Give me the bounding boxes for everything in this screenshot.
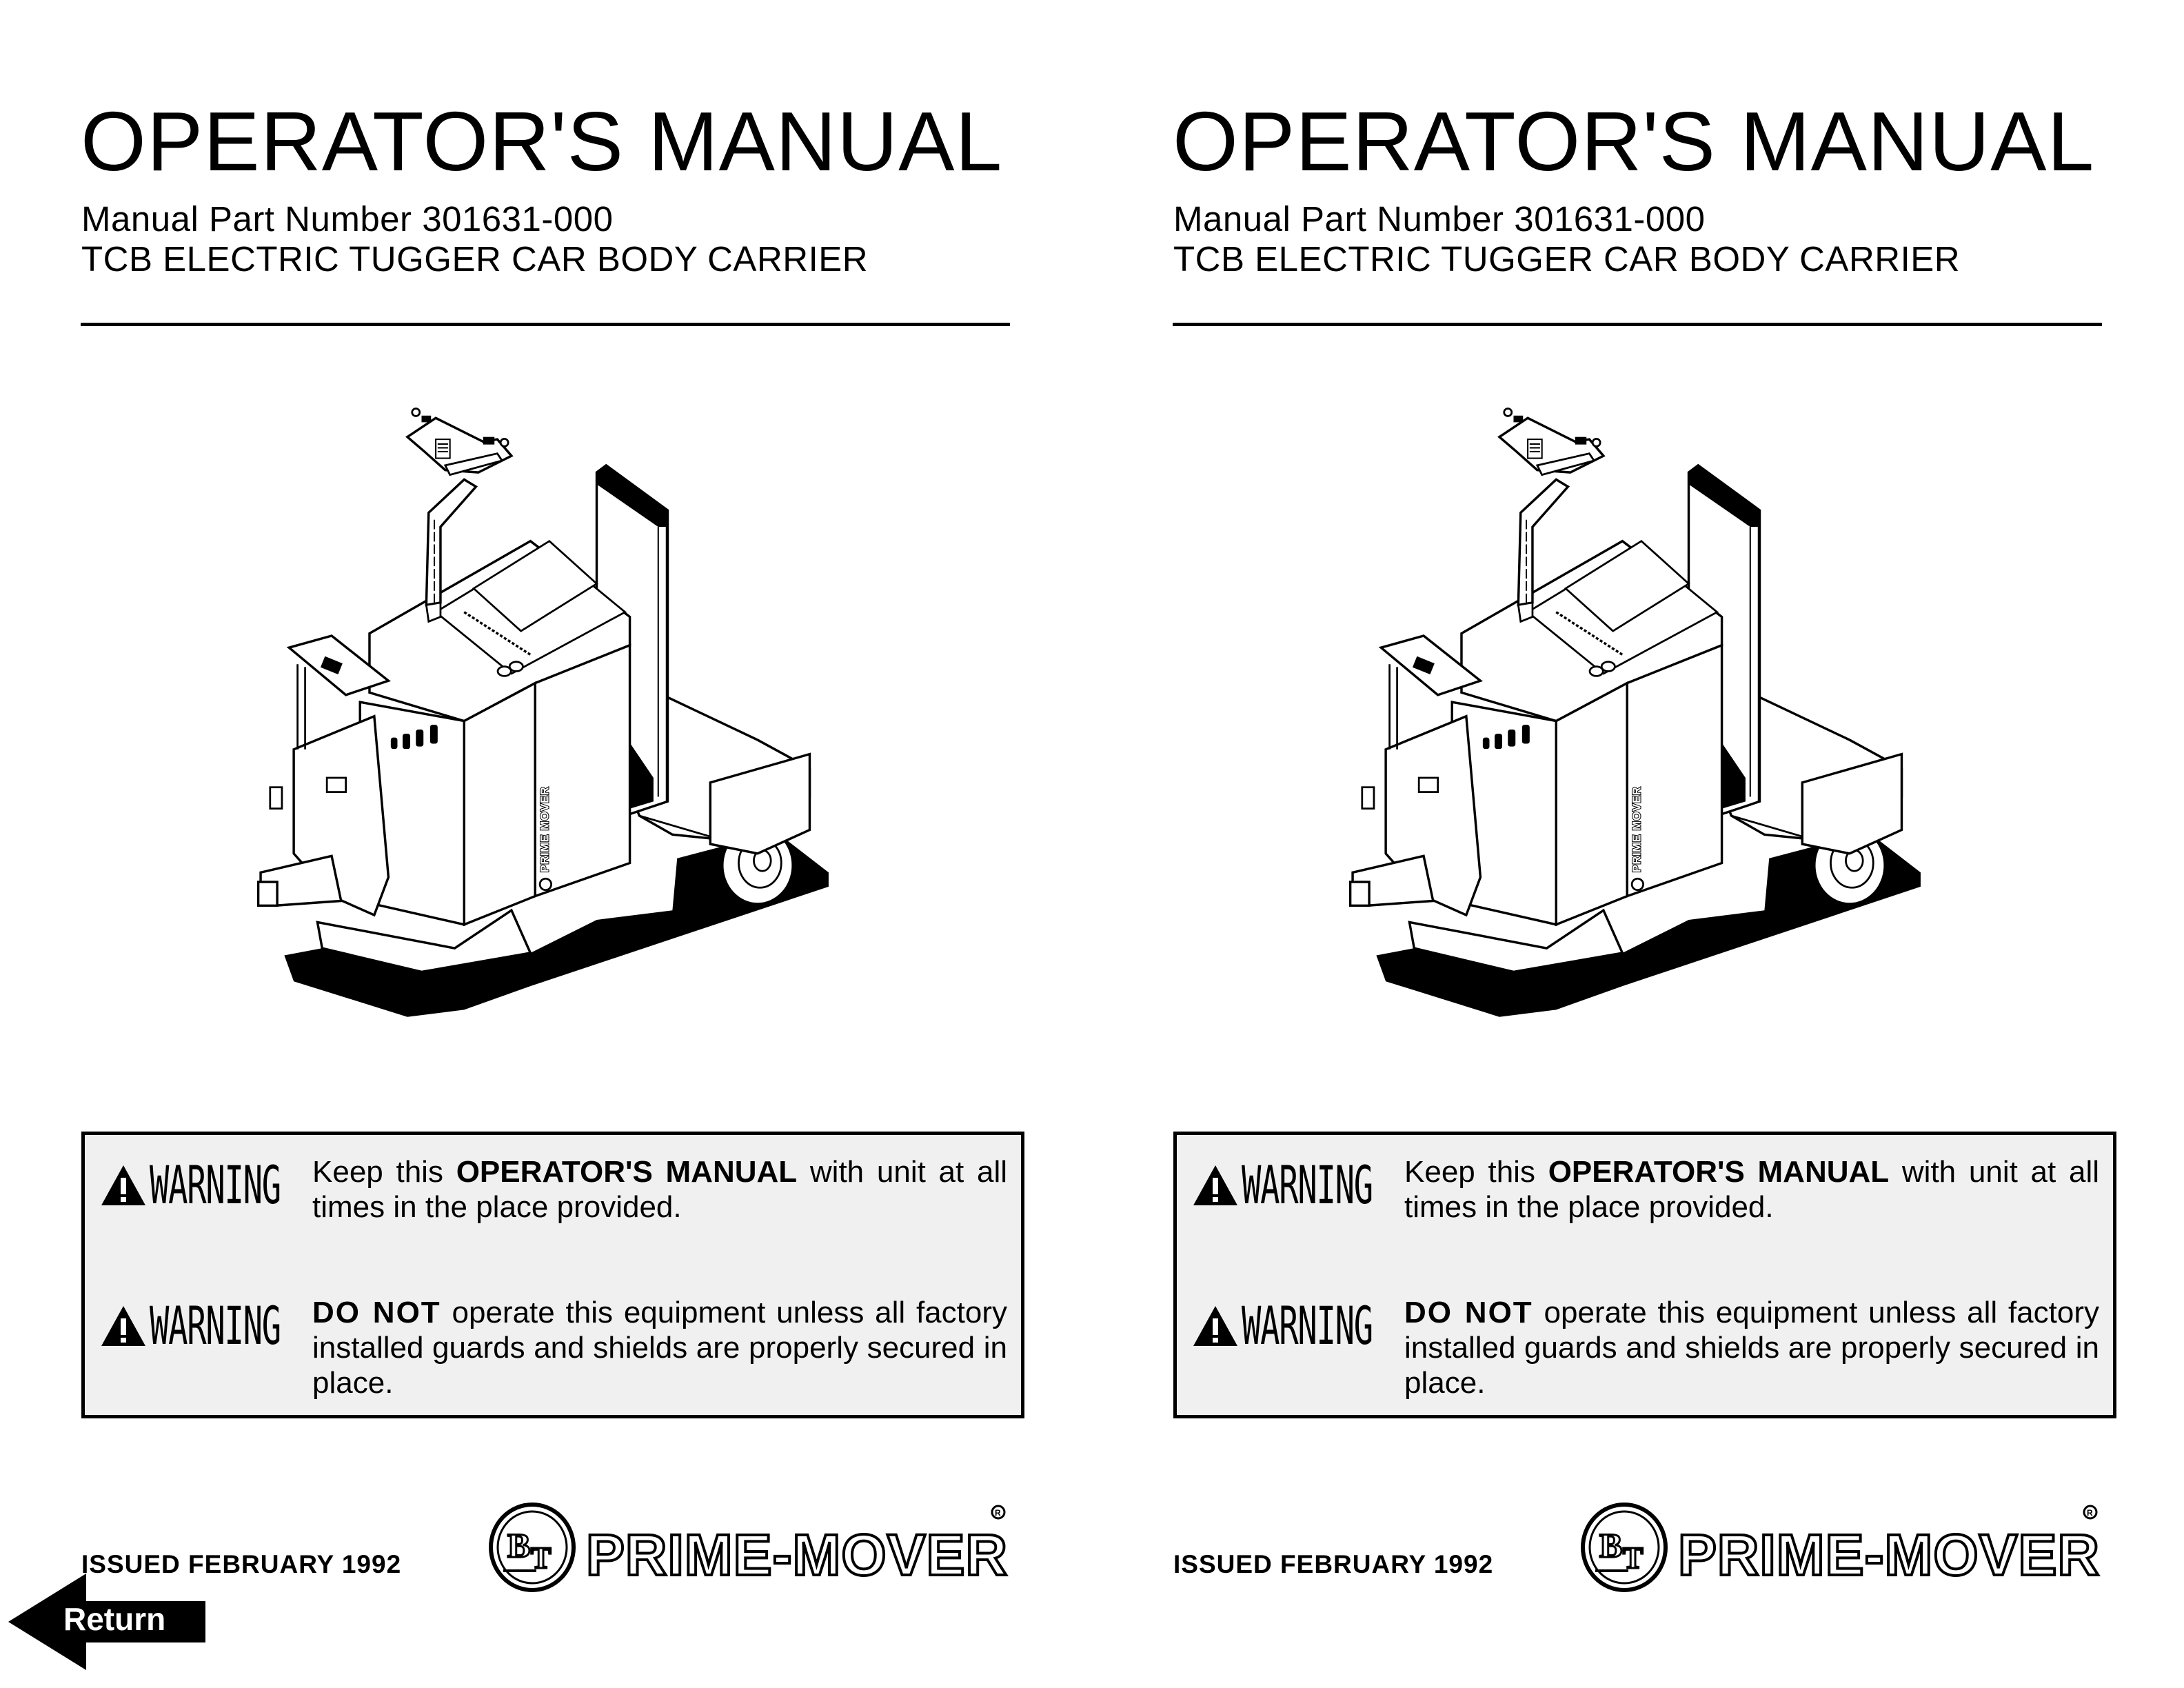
page-title: OPERATOR'S MANUAL xyxy=(81,94,1003,188)
warning-box: WARNING Keep this OPERATOR'S MANUAL with… xyxy=(81,1132,1024,1418)
warning-text: DO NOT operate this equipment unless all… xyxy=(312,1295,1007,1400)
warning-label: WARNING xyxy=(100,1295,361,1356)
svg-text:PRIME-MOVER: PRIME-MOVER xyxy=(586,1523,1008,1587)
warning-text-bold: OPERATOR'S MANUAL xyxy=(456,1155,798,1189)
title-divider xyxy=(1173,323,2102,326)
warning-text-post: with unit at all times in the place prov… xyxy=(312,1155,1008,1224)
svg-text:R: R xyxy=(2087,1508,2093,1518)
prime-mover-logo: B T PRIME-MOVER R xyxy=(1581,1503,2101,1592)
warning-text-post: with unit at all times in the place prov… xyxy=(1404,1155,2100,1224)
warning-word: WARNING xyxy=(150,1154,281,1216)
warning-word: WARNING xyxy=(1242,1154,1373,1216)
warning-triangle-icon xyxy=(101,1306,145,1346)
title-divider xyxy=(81,323,1010,326)
warning-text-pre: Keep this xyxy=(1404,1155,1548,1189)
warning-text: DO NOT operate this equipment unless all… xyxy=(1404,1295,2099,1400)
part-number: Manual Part Number 301631-000 xyxy=(1173,199,1706,239)
warning-text-bold: OPERATOR'S MANUAL xyxy=(1548,1155,1890,1189)
issue-date: ISSUED FEBRUARY 1992 xyxy=(81,1550,402,1578)
tugger-truck-illustration xyxy=(1223,390,2050,1024)
manual-cover-page-left: OPERATOR'S MANUAL Manual Part Number 301… xyxy=(7,94,1024,1673)
product-name: TCB ELECTRIC TUGGER CAR BODY CARRIER xyxy=(81,239,869,279)
warning-text: Keep this OPERATOR'S MANUAL with unit at… xyxy=(1404,1154,2099,1225)
svg-text:B: B xyxy=(507,1526,530,1565)
warning-text-pre: Keep this xyxy=(312,1155,456,1189)
warning-text-bold: DO NOT xyxy=(312,1296,441,1329)
svg-text:PRIME-MOVER: PRIME-MOVER xyxy=(1678,1523,2100,1587)
left-arrow-icon xyxy=(8,1574,205,1670)
warning-word: WARNING xyxy=(150,1295,281,1356)
part-number: Manual Part Number 301631-000 xyxy=(81,199,614,239)
warning-word: WARNING xyxy=(1242,1295,1373,1356)
warning-triangle-icon xyxy=(101,1165,145,1205)
warning-label: WARNING xyxy=(100,1154,361,1216)
return-button[interactable]: Return xyxy=(7,1572,208,1673)
manual-cover-page-right: OPERATOR'S MANUAL Manual Part Number 301… xyxy=(1092,0,2184,1688)
page-title: OPERATOR'S MANUAL xyxy=(1173,94,2095,188)
product-name: TCB ELECTRIC TUGGER CAR BODY CARRIER xyxy=(1173,239,1961,279)
bt-emblem-icon: B T xyxy=(1581,1503,1668,1592)
warning-text-post: operate this equipment unless all factor… xyxy=(1404,1296,2100,1400)
warning-label: WARNING xyxy=(1192,1295,1453,1356)
warning-label: WARNING xyxy=(1192,1154,1453,1216)
warning-text-bold: DO NOT xyxy=(1404,1296,1533,1329)
tugger-truck-illustration xyxy=(131,390,958,1024)
warning-triangle-icon xyxy=(1193,1165,1237,1205)
prime-mover-logo: B T PRIME-MOVER R xyxy=(489,1503,1009,1592)
warning-text-post: operate this equipment unless all factor… xyxy=(312,1296,1008,1400)
bt-emblem-icon: B T xyxy=(489,1503,576,1592)
svg-text:B: B xyxy=(1599,1526,1622,1565)
warning-text: Keep this OPERATOR'S MANUAL with unit at… xyxy=(312,1154,1007,1225)
svg-text:R: R xyxy=(995,1508,1001,1518)
issue-date: ISSUED FEBRUARY 1992 xyxy=(1173,1550,1494,1578)
return-label: Return xyxy=(63,1601,166,1637)
warning-box: WARNING Keep this OPERATOR'S MANUAL with… xyxy=(1173,1132,2116,1418)
warning-triangle-icon xyxy=(1193,1306,1237,1346)
